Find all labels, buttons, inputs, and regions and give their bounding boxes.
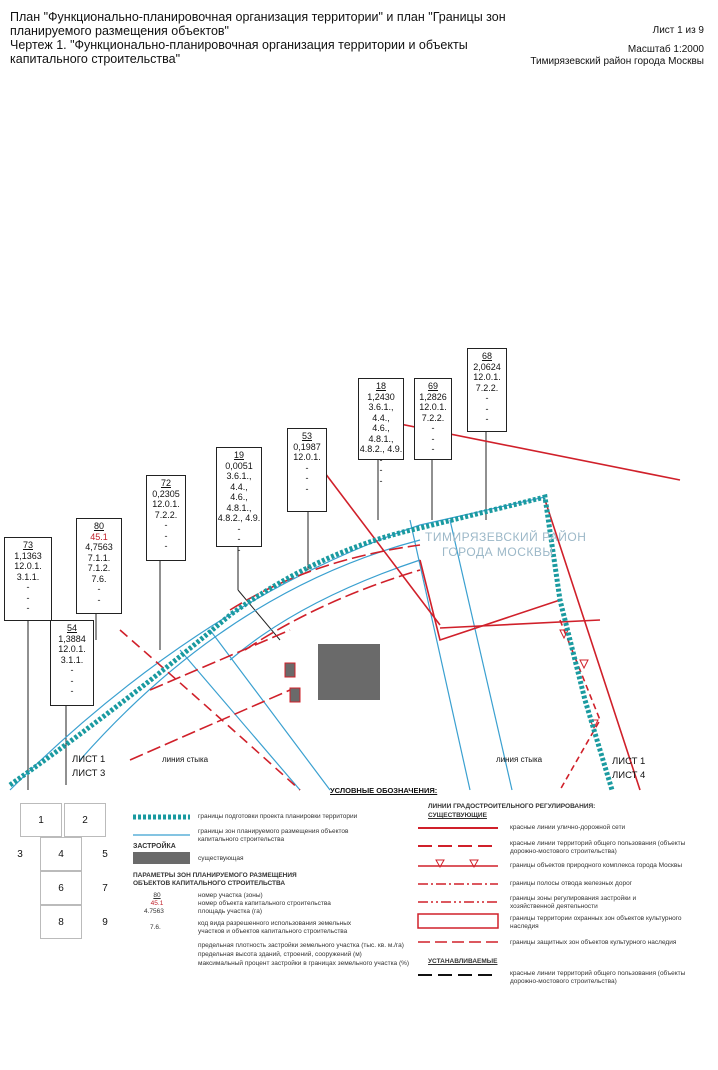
sheet-cell-4: 4 <box>40 837 82 871</box>
project-boundary <box>8 493 615 791</box>
legend-desc-height: предельная высота зданий, строений, соор… <box>198 951 362 958</box>
sheet-cell-1: 1 <box>20 803 62 837</box>
sheet-join-left-2: ЛИСТ 3 <box>72 768 106 779</box>
legend-existing: существующая <box>198 855 244 862</box>
legend-zone-boundary: границы зон планируемого размещения объе… <box>198 828 349 843</box>
sheet-cell-9: 9 <box>102 916 108 928</box>
legend-r4: границы полосы отвода железных дорог <box>510 880 633 887</box>
zone-box-68: 68 2,0624 12.0.1. 7.2.2. - - - <box>467 348 507 432</box>
zone-box-19: 19 0,0051 3.6.1., 4.4., 4.6., 4.8.1., 4.… <box>216 447 262 555</box>
district-label: Тимирязевский район города Москвы <box>530 56 704 67</box>
zone-boundaries <box>9 496 546 791</box>
building-existing <box>318 644 380 700</box>
junction-line-right: линия стыка <box>496 755 543 764</box>
zone-box-69: 69 1,2826 12.0.1. 7.2.2. - - - <box>414 378 452 460</box>
legend-example-num: 80 <box>153 892 161 899</box>
legend-desc-code: код вида разрешенного использования земе… <box>198 920 352 935</box>
legend-buildings-header: ЗАСТРОЙКА <box>133 843 176 850</box>
legend-title: УСЛОВНЫЕ ОБОЗНАЧЕНИЯ: <box>330 786 438 795</box>
legend-r1: красные линии улично-дорожной сети <box>510 824 626 831</box>
zone-box-73: 73 1,1363 12.0.1. 3.1.1. - - - <box>4 537 52 621</box>
legend-desc-area: площадь участка (га) <box>198 908 263 915</box>
sheet-cell-2: 2 <box>64 803 106 837</box>
legend-desc-obj: номер объекта капитального строительства <box>198 900 331 907</box>
sheet-cell-8: 8 <box>40 905 82 939</box>
sheet-cell-3: 3 <box>17 848 23 860</box>
scale-label: Масштаб 1:2000 <box>627 44 704 55</box>
sheet-join-right-1: ЛИСТ 1 <box>612 756 646 767</box>
legend-established-header: УСТАНАВЛИВАЕМЫЕ <box>428 958 498 965</box>
legend-r6: границы территории охранных зон объектов… <box>510 915 682 930</box>
zone-box-53: 53 0,1987 12.0.1. - - - <box>287 428 327 512</box>
building-small <box>284 662 296 678</box>
legend-desc-percent: максимальный процент застройки в граница… <box>198 960 410 967</box>
district-map-label-2: ГОРОДА МОСКВЫ <box>442 545 554 559</box>
zone-box-72: 72 0,2305 12.0.1. 7.2.2. - - - <box>146 475 186 561</box>
page-title: План "Функционально-планировочная органи… <box>10 10 506 66</box>
junction-line-left: линия стыка <box>162 755 209 764</box>
building-small <box>289 687 301 703</box>
legend-example-area: 4.7563 <box>144 908 164 915</box>
legend-r7: границы защитных зон объектов культурног… <box>510 939 677 946</box>
district-map-label-1: ТИМИРЯЗЕВСКИЙ РАЙОН <box>425 530 587 544</box>
legend-desc-num: номер участка (зоны) <box>198 892 263 899</box>
legend-existing-header: СУЩЕСТВУЮЩИЕ <box>428 812 487 819</box>
legend-graphics <box>133 814 499 976</box>
legend-desc-density: предельная плотность застройки земельног… <box>198 942 404 949</box>
legend-r5: границы зоны регулирования застройки и х… <box>510 895 637 910</box>
legend-r2: красные линии территорий общего пользова… <box>510 840 686 855</box>
zone-box-18: 18 1,2430 3.6.1., 4.4., 4.6., 4.8.1., 4.… <box>358 378 404 486</box>
leader-lines <box>27 430 487 790</box>
sheet-join-left-1: ЛИСТ 1 <box>72 754 106 765</box>
legend-example-code: 7.6. <box>150 924 161 931</box>
legend-right-header: ЛИНИИ ГРАДОСТРОИТЕЛЬНОГО РЕГУЛИРОВАНИЯ: <box>428 803 596 810</box>
sheet-cell-5: 5 <box>102 848 108 860</box>
sheet-number: Лист 1 из 9 <box>652 25 704 36</box>
scale-block: Масштаб 1:2000 Тимирязевский район город… <box>530 44 704 68</box>
sheet-cell-6: 6 <box>40 871 82 905</box>
sheet-join-right-2: ЛИСТ 4 <box>612 770 646 781</box>
legend-params-header: ПАРАМЕТРЫ ЗОН ПЛАНИРУЕМОГО РАЗМЕЩЕНИЯ ОБ… <box>133 872 297 887</box>
legend-example-obj: 45.1 <box>150 900 164 907</box>
legend-r8: красные линии территорий общего пользова… <box>510 970 686 985</box>
legend-r3: границы объектов природного комплекса го… <box>510 862 682 869</box>
zone-box-80: 80 45.1 4,7563 7.1.1. 7.1.2. 7.6. - - <box>76 518 122 614</box>
sheet-cell-7: 7 <box>102 882 108 894</box>
legend-project-boundary: границы подготовки проекта планировки те… <box>198 813 358 820</box>
zone-box-54: 54 1,3884 12.0.1. 3.1.1. - - - <box>50 620 94 706</box>
